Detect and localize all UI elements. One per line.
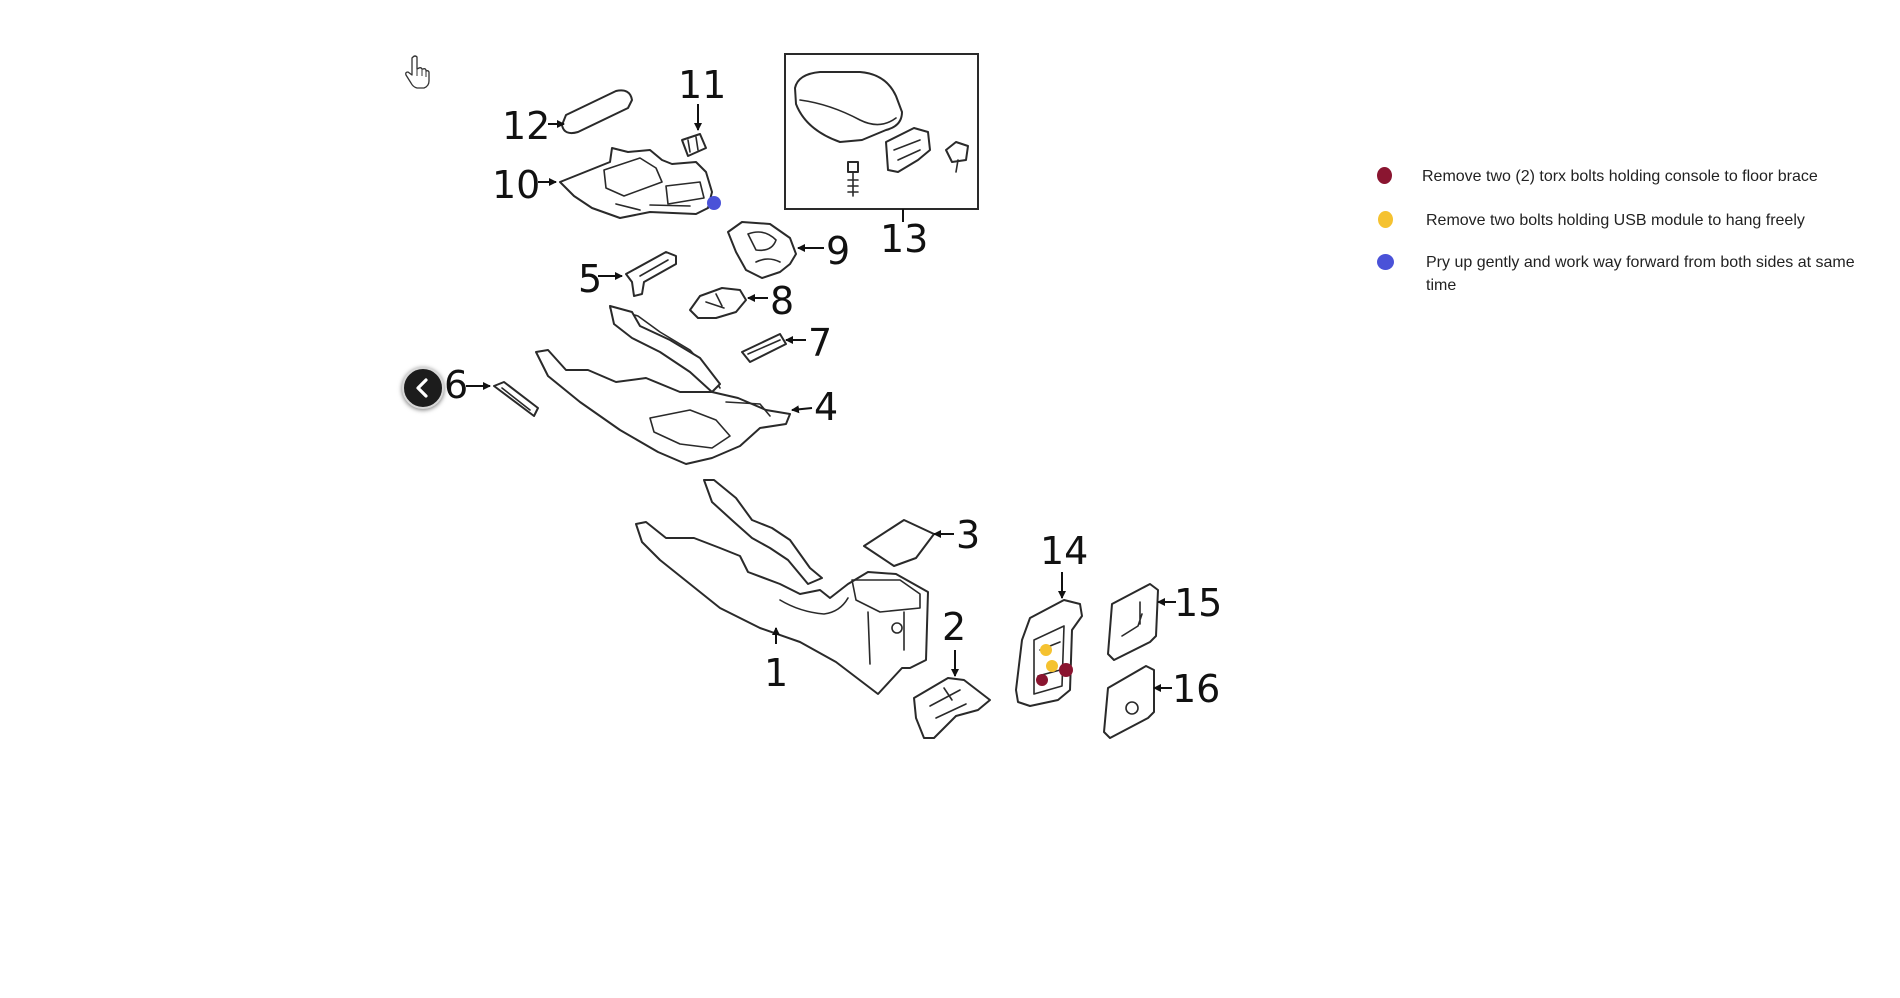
callout-11: 11	[678, 63, 726, 107]
leader-4	[791, 405, 813, 414]
torx-bolt-marker	[1036, 674, 1048, 686]
callout-4: 4	[814, 385, 838, 429]
callout-10: 10	[492, 163, 540, 207]
legend-text-torx: Remove two (2) torx bolts holding consol…	[1422, 168, 1818, 185]
part-16-panel	[1103, 665, 1155, 739]
part-15-panel	[1107, 583, 1159, 661]
callout-16: 16	[1172, 667, 1220, 711]
torx-bolt-marker	[1059, 663, 1073, 677]
callout-5: 5	[578, 257, 602, 301]
callout-1: 1	[764, 651, 788, 695]
part-7-trim	[741, 333, 787, 363]
callout-7: 7	[808, 321, 832, 365]
callout-13: 13	[880, 217, 928, 261]
usb-bolt-marker	[1040, 644, 1052, 656]
part-6-trim-strip	[493, 381, 539, 417]
legend-text-usb: Remove two bolts holding USB module to h…	[1426, 212, 1805, 229]
hand-pointer-icon	[404, 55, 430, 89]
callout-3: 3	[956, 513, 980, 557]
callout-9: 9	[826, 229, 850, 273]
legend-dot-usb	[1378, 211, 1393, 228]
legend-text-pry: Pry up gently and work way forward from …	[1426, 254, 1855, 294]
part-3-pad	[863, 519, 935, 567]
legend-dot-torx	[1377, 167, 1392, 184]
callout-12: 12	[502, 104, 550, 148]
part-12-lid	[561, 89, 633, 135]
part-11-clip	[681, 133, 707, 157]
part-4-console-top	[535, 305, 791, 465]
callout-2: 2	[942, 605, 966, 649]
callout-8: 8	[770, 279, 794, 323]
pry-point-marker	[707, 196, 721, 210]
usb-bolt-marker	[1046, 660, 1058, 672]
legend-dot-pry	[1377, 254, 1394, 270]
part-5-bracket	[625, 251, 677, 297]
part-13-armrest-box	[784, 53, 979, 210]
back-button[interactable]	[402, 367, 444, 409]
part-2-floor-brace	[913, 677, 991, 739]
part-10-upper-bezel	[559, 147, 713, 219]
callout-14: 14	[1040, 529, 1088, 573]
part-9-cupholder	[727, 221, 797, 279]
callout-15: 15	[1174, 581, 1222, 625]
part-1-console-body	[635, 479, 929, 695]
callout-6: 6	[444, 363, 468, 407]
part-8-boot	[689, 287, 747, 319]
chevron-left-icon	[416, 378, 428, 398]
